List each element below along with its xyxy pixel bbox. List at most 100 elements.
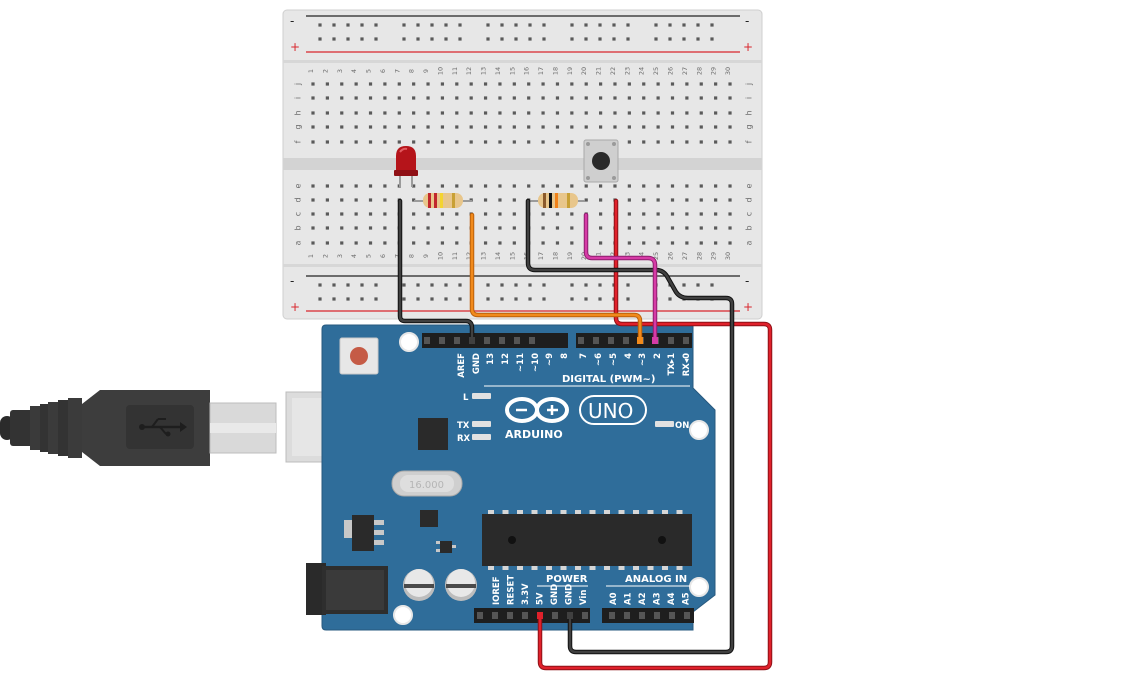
power-pin-hole[interactable] <box>492 612 498 619</box>
breadboard-hole[interactable] <box>728 184 732 188</box>
breadboard-hole[interactable] <box>455 184 459 188</box>
breadboard-hole[interactable] <box>584 184 588 188</box>
breadboard-hole[interactable] <box>714 125 718 129</box>
rail-hole[interactable] <box>668 37 672 41</box>
breadboard-hole[interactable] <box>670 226 675 230</box>
rail-hole[interactable] <box>570 297 574 301</box>
rail-hole[interactable] <box>612 37 616 41</box>
rail-hole[interactable] <box>626 283 630 287</box>
breadboard-hole[interactable] <box>440 212 445 216</box>
rail-hole[interactable] <box>416 283 420 287</box>
rail-hole[interactable] <box>318 37 322 41</box>
rail-hole[interactable] <box>528 23 532 27</box>
breadboard-hole[interactable] <box>354 82 358 86</box>
breadboard-hole[interactable] <box>670 140 675 144</box>
breadboard-hole[interactable] <box>714 82 718 86</box>
breadboard-hole[interactable] <box>325 241 329 245</box>
breadboard-hole[interactable] <box>368 125 373 129</box>
breadboard-hole[interactable] <box>426 96 430 100</box>
breadboard-hole[interactable] <box>397 140 401 144</box>
digital-pin-hole[interactable] <box>668 337 674 344</box>
breadboard-hole[interactable] <box>570 82 574 86</box>
breadboard-hole[interactable] <box>728 226 732 230</box>
breadboard-hole[interactable] <box>642 140 646 144</box>
breadboard-hole[interactable] <box>570 212 574 216</box>
breadboard-hole[interactable] <box>527 184 531 188</box>
rail-hole[interactable] <box>570 37 574 41</box>
breadboard-hole[interactable] <box>412 198 416 202</box>
breadboard-hole[interactable] <box>527 125 531 129</box>
breadboard-hole[interactable] <box>642 184 646 188</box>
breadboard-hole[interactable] <box>613 125 617 129</box>
breadboard-hole[interactable] <box>455 125 459 129</box>
breadboard-hole[interactable] <box>325 212 329 216</box>
breadboard-hole[interactable] <box>512 96 516 100</box>
breadboard-hole[interactable] <box>354 111 358 115</box>
breadboard-hole[interactable] <box>728 241 732 245</box>
rail-hole[interactable] <box>444 23 448 27</box>
breadboard-hole[interactable] <box>368 96 373 100</box>
rail-hole[interactable] <box>626 297 630 301</box>
rail-hole[interactable] <box>332 283 336 287</box>
rail-hole[interactable] <box>486 37 490 41</box>
power-pin-hole[interactable] <box>507 612 513 619</box>
rail-hole[interactable] <box>332 297 336 301</box>
rail-hole[interactable] <box>710 283 714 287</box>
breadboard-hole[interactable] <box>656 125 660 129</box>
breadboard-hole[interactable] <box>483 198 488 202</box>
breadboard-hole[interactable] <box>685 184 689 188</box>
breadboard-hole[interactable] <box>613 82 617 86</box>
breadboard-hole[interactable] <box>699 198 703 202</box>
breadboard-hole[interactable] <box>455 111 459 115</box>
breadboard-hole[interactable] <box>412 140 416 144</box>
breadboard-hole[interactable] <box>584 96 588 100</box>
rail-hole[interactable] <box>542 23 546 27</box>
reset-button[interactable] <box>339 337 379 375</box>
breadboard-hole[interactable] <box>412 212 416 216</box>
power-pin-hole[interactable] <box>522 612 528 619</box>
rail-hole[interactable] <box>626 37 630 41</box>
breadboard-hole[interactable] <box>599 111 603 115</box>
breadboard-hole[interactable] <box>311 111 315 115</box>
breadboard-hole[interactable] <box>311 212 315 216</box>
breadboard-hole[interactable] <box>455 226 459 230</box>
breadboard-hole[interactable] <box>368 111 373 115</box>
breadboard-hole[interactable] <box>469 184 473 188</box>
breadboard-hole[interactable] <box>311 125 315 129</box>
rail-hole[interactable] <box>528 37 532 41</box>
breadboard-hole[interactable] <box>541 241 545 245</box>
rail-hole[interactable] <box>500 297 504 301</box>
breadboard-hole[interactable] <box>656 212 660 216</box>
breadboard-hole[interactable] <box>527 82 531 86</box>
breadboard-hole[interactable] <box>699 184 703 188</box>
breadboard-hole[interactable] <box>383 198 387 202</box>
breadboard-hole[interactable] <box>455 96 459 100</box>
digital-pin-hole[interactable] <box>454 337 460 344</box>
rail-hole[interactable] <box>346 37 350 41</box>
breadboard-hole[interactable] <box>699 111 703 115</box>
rail-hole[interactable] <box>682 283 686 287</box>
breadboard-hole[interactable] <box>383 125 387 129</box>
breadboard-hole[interactable] <box>627 82 631 86</box>
breadboard-hole[interactable] <box>325 140 329 144</box>
breadboard-hole[interactable] <box>483 111 488 115</box>
breadboard-hole[interactable] <box>541 82 545 86</box>
breadboard-hole[interactable] <box>325 184 329 188</box>
breadboard-hole[interactable] <box>685 125 689 129</box>
breadboard-hole[interactable] <box>613 184 617 188</box>
breadboard-hole[interactable] <box>412 241 416 245</box>
digital-pin-hole[interactable] <box>608 337 614 344</box>
rail-hole[interactable] <box>458 297 462 301</box>
power-pin-hole[interactable] <box>477 612 483 619</box>
breadboard-hole[interactable] <box>455 82 459 86</box>
analog-pin-holes[interactable] <box>609 612 690 619</box>
breadboard-hole[interactable] <box>311 198 315 202</box>
breadboard-hole[interactable] <box>656 184 660 188</box>
breadboard-hole[interactable] <box>469 140 473 144</box>
rail-hole[interactable] <box>374 297 378 301</box>
breadboard-hole[interactable] <box>599 212 603 216</box>
rail-hole[interactable] <box>500 37 504 41</box>
digital-pin-hole[interactable] <box>499 337 505 344</box>
analog-pin-hole[interactable] <box>639 612 645 619</box>
